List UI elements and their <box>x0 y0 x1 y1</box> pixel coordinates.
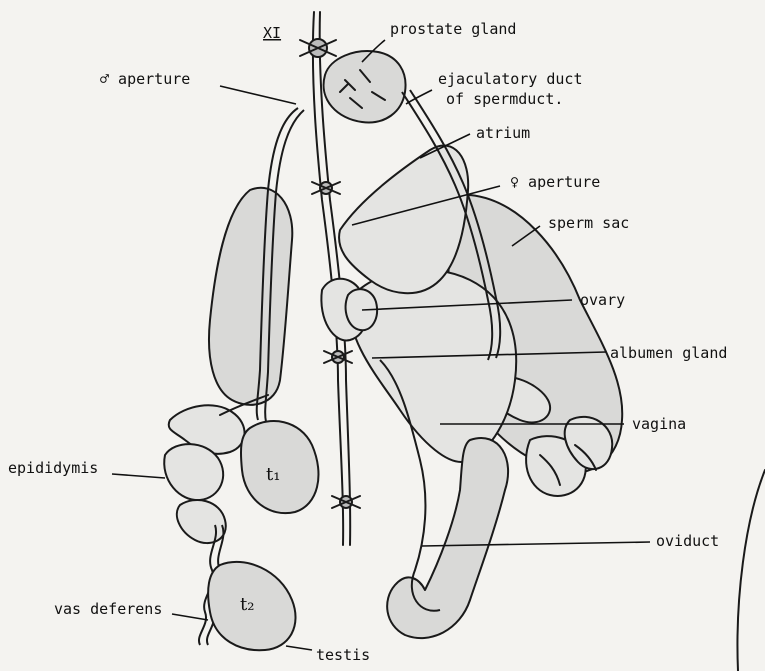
label-atrium: atrium <box>476 124 530 142</box>
label-vagina: vagina <box>632 415 686 433</box>
label-male-aperture: ♂ aperture <box>100 70 190 88</box>
prostate-gland-shape <box>324 51 406 122</box>
label-t1: t₁ <box>266 464 280 485</box>
label-ejaculatory-duct: ejaculatory duct <box>438 70 583 88</box>
label-albumen-gland: albumen gland <box>610 344 727 362</box>
label-ovary: ovary <box>580 291 625 309</box>
label-vas-deferens: vas deferens <box>54 600 162 618</box>
label-testis: testis <box>316 646 370 664</box>
label-ejaculatory-duct-2: of spermduct. <box>446 90 563 108</box>
label-prostate-gland: prostate gland <box>390 20 516 38</box>
label-epididymis: epididymis <box>8 459 98 477</box>
label-sperm-sac: sperm sac <box>548 214 629 232</box>
label-oviduct: oviduct <box>656 532 719 550</box>
label-segment-xi: XI <box>263 24 281 42</box>
label-female-aperture: ♀ aperture <box>510 173 600 191</box>
label-t2: t₂ <box>240 594 254 615</box>
